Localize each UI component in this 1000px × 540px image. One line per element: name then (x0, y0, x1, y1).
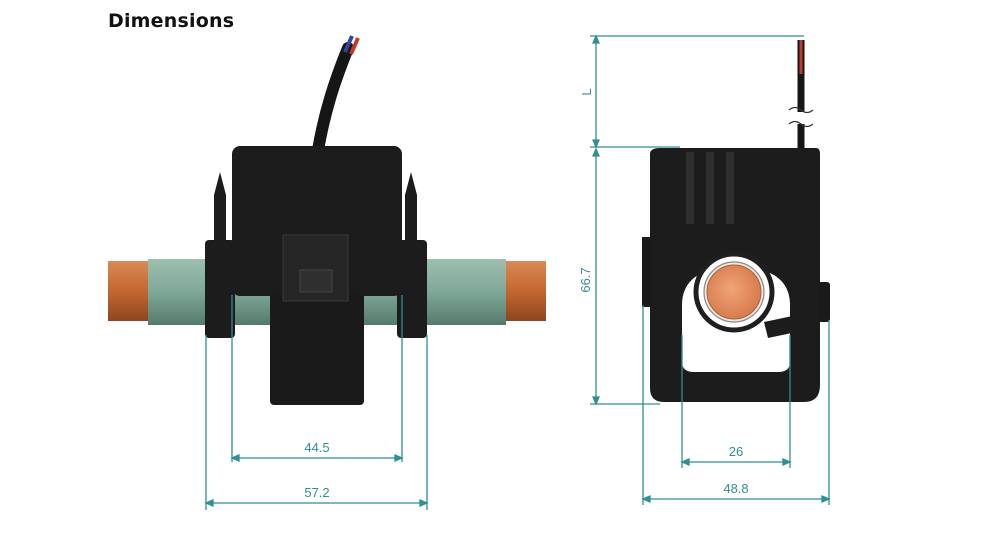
front-outer-width-label: 57.2 (304, 485, 329, 500)
side-cable-length-label: L (579, 88, 594, 95)
page-title: Dimensions (108, 10, 235, 32)
front-clip-left (205, 172, 235, 338)
front-dimensions (204, 295, 429, 510)
side-dimensions (590, 34, 831, 505)
front-clip-right (397, 172, 427, 338)
side-opening-label: 26 (729, 444, 743, 459)
side-cable (788, 40, 814, 150)
front-inner-width-label: 44.5 (304, 440, 329, 455)
front-body (232, 146, 402, 405)
side-view: L 66.7 26 48.8 (578, 34, 831, 505)
front-cable (312, 35, 360, 156)
side-height-label: 66.7 (578, 267, 593, 292)
front-view: 44.5 57.2 (108, 35, 546, 510)
side-body (642, 148, 830, 402)
side-width-label: 48.8 (723, 481, 748, 496)
